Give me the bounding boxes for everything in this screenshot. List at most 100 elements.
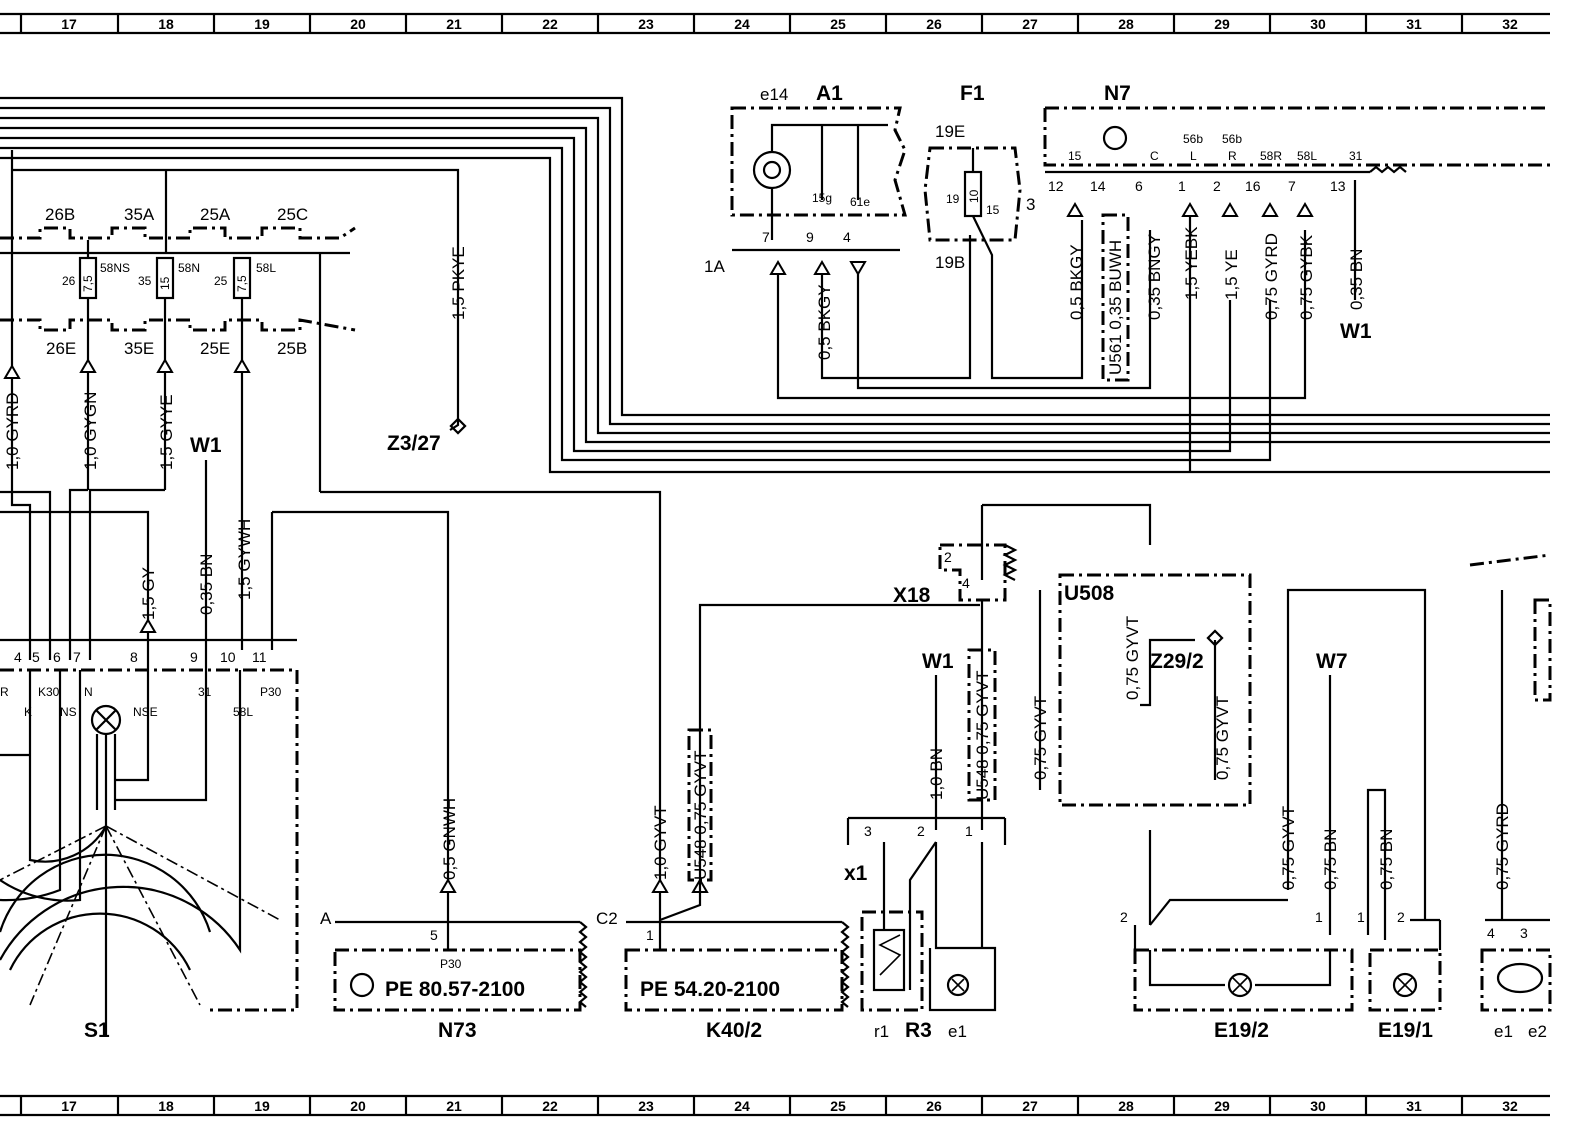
dual-lamp-icon [1496, 962, 1544, 994]
a1-label: A1 [816, 82, 843, 105]
grid-num: 27 [1022, 1098, 1038, 1114]
pin-label: 1 [1315, 909, 1323, 925]
fuse-rating: 10 [967, 189, 981, 203]
conn-label: 1A [704, 257, 725, 276]
arrow-icon [1296, 202, 1314, 217]
pin-label: 8 [130, 649, 138, 665]
arrow-icon [233, 358, 251, 373]
wire-label: 0,75 GYVT [1279, 806, 1298, 890]
pin-label: 7 [762, 229, 770, 245]
grid-num: 28 [1118, 16, 1134, 32]
fuse-num: 26 [62, 274, 76, 288]
pin-label: 4 [1487, 925, 1495, 941]
ground-diamond-icon [1206, 629, 1224, 647]
arrow-icon [139, 618, 157, 633]
pin-label: 15 [986, 203, 1000, 217]
pin-tag: P30 [440, 957, 462, 971]
grid-num: 24 [734, 16, 750, 32]
grid-num: 30 [1310, 16, 1326, 32]
wire-label: 0,75 GYBK [1297, 234, 1316, 320]
pin-tag: P30 [260, 685, 282, 699]
s1-switch: 4 5 6 7 8 9 10 11 R K K30 NS N NSE 31 58… [0, 632, 299, 1042]
pin-label: 9 [806, 229, 814, 245]
fuse-num: 25 [214, 274, 228, 288]
ground-diamond-icon [449, 417, 467, 435]
grid-num: 25 [830, 16, 846, 32]
pin-label: 2 [944, 549, 952, 565]
pin-tag: 58L [233, 705, 253, 719]
wire-label: 1,5 PKYE [449, 246, 468, 320]
pin-tag: 58L [1297, 149, 1317, 163]
pin-tag: L [1190, 149, 1197, 163]
conn-label: C2 [596, 909, 618, 928]
shield-box [1101, 213, 1130, 382]
grid-num: 28 [1118, 1098, 1134, 1114]
pin-label: 1 [965, 823, 973, 839]
fuse-rating: 7,5 [235, 275, 249, 292]
wire-label: 0,75 BN [1321, 829, 1340, 890]
grid-num: 21 [446, 16, 462, 32]
grid-num: 29 [1214, 16, 1230, 32]
pin-label: 1 [1178, 178, 1186, 194]
x18-label: X18 [893, 584, 931, 607]
u508-block: U508 Z29/2 0,75 GYVT 0,75 GYVT 0,75 GYVT [1031, 573, 1252, 925]
pin-label: 4 [14, 649, 22, 665]
pin-label: 2 [917, 823, 925, 839]
r1-label: r1 [874, 1022, 889, 1041]
pin-label: 5 [32, 649, 40, 665]
pin-label: 9 [190, 649, 198, 665]
grid-top: 17 18 19 20 21 22 23 24 25 26 27 28 29 3… [0, 12, 1550, 35]
conn-label: A [320, 909, 332, 928]
n73-ref: PE 80.57-2100 [385, 978, 525, 1001]
r3-label: R3 [905, 1019, 932, 1042]
wire-label: 0,75 BN [1377, 829, 1396, 890]
pin-label: 11 [252, 649, 267, 665]
wire-label: 0,5 BKGY [1067, 244, 1086, 320]
grid-num: 17 [61, 1098, 77, 1114]
arrow-icon [651, 878, 669, 893]
n7-label: N7 [1104, 82, 1131, 105]
wire-label: 1,5 GYWH [235, 519, 254, 600]
grid-num: 18 [158, 16, 174, 32]
z3-27-label: Z3/27 [387, 432, 441, 455]
pin-tag: R [1228, 149, 1237, 163]
wire-label: 1,5 GY [139, 567, 158, 620]
wire-label: 1,0 BN [927, 748, 946, 800]
grid-num: 19 [254, 1098, 270, 1114]
pin-label: 2 [1397, 909, 1405, 925]
pin-tag: 56b [1222, 132, 1242, 146]
pin-label: 3 [864, 823, 872, 839]
e1-label: e1 [948, 1022, 967, 1041]
wire-label: 0,5 BKGY [815, 284, 834, 360]
fuse-rating: 7,5 [81, 275, 95, 292]
fuse-tag: 58N [178, 261, 200, 275]
pin-label: 1 [646, 927, 654, 943]
fuse-bottom-label: 19B [935, 253, 965, 272]
pin-label: 14 [1090, 178, 1106, 194]
k40-label: K40/2 [706, 1019, 762, 1042]
bus-wires [0, 96, 1550, 474]
k40-ref: PE 54.20-2100 [640, 978, 780, 1001]
arrow-icon [691, 878, 709, 893]
w1-label: W1 [1340, 320, 1372, 343]
pin-tag: K30 [38, 685, 60, 699]
pin-tag: 15g [812, 191, 832, 205]
pin-tag: 61e [850, 195, 870, 209]
left-wires: 1,0 GYRD 1,0 GYGN 1,5 GYYE 1,5 PKYE W1 Z… [0, 246, 662, 880]
fuse-top-label: 35A [124, 205, 155, 224]
grid-num: 32 [1502, 16, 1518, 32]
pin-tag: R [0, 685, 9, 699]
fuse-num: 19 [946, 192, 960, 206]
warning-lamp-icon [752, 150, 792, 190]
k40-2-module: C2 1,0 GYVT U548 0,75 GYVT 1 PE 54.20-21… [596, 603, 980, 1042]
arrow-icon [849, 261, 867, 276]
wire-label: 1,5 GYYE [157, 394, 176, 470]
pin-label: 7 [73, 649, 81, 665]
f1-label: F1 [960, 82, 985, 105]
fuse-bottom-label: 26E [46, 339, 76, 358]
transistor-icon [1102, 125, 1128, 151]
lamp-icon [946, 973, 970, 997]
grid-num: 23 [638, 16, 654, 32]
grid-num: 26 [926, 16, 942, 32]
e19-2-label: E19/2 [1214, 1019, 1269, 1042]
